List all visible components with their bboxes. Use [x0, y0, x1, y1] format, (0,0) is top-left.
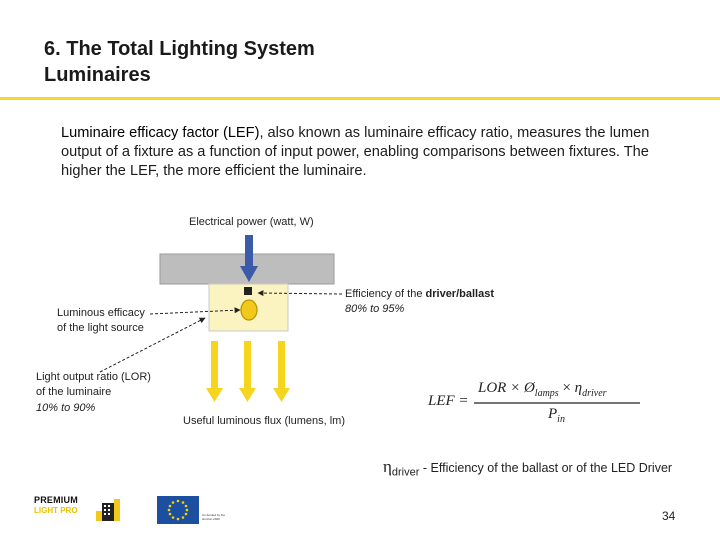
eu-flag-icon — [157, 496, 199, 524]
useful-flux-label: Useful luminous flux (lumens, lm) — [183, 415, 345, 427]
electrical-power-label: Electrical power (watt, W) — [189, 216, 314, 228]
driver-efficiency-legend: ηdriver - Efficiency of the ballast or o… — [383, 457, 672, 479]
formula-lhs: LEF = — [428, 393, 469, 409]
page-number: 34 — [662, 509, 676, 523]
intro-rest: , also known as luminaire efficacy ratio… — [61, 125, 650, 179]
lor-label-1: Light output ratio (LOR) — [36, 371, 151, 383]
title-line-1: 6. The Total Lighting System — [44, 38, 315, 60]
legend-text: - Efficiency of the ballast or of the LE… — [419, 461, 673, 475]
luminous-efficacy-label-2: of the light source — [57, 322, 144, 334]
formula-numerator: LOR × Ølamps × ηdriver — [478, 380, 607, 399]
electrical-power-arrow — [240, 235, 258, 282]
intro-term: Luminaire efficacy factor (LEF) — [61, 125, 260, 141]
formula-denominator: Pin — [548, 406, 565, 425]
building-icon — [96, 499, 120, 521]
driver-leader — [257, 290, 343, 297]
premium-light-pro-logo: PREMIUM LIGHT PRO — [34, 495, 126, 525]
lor-leader — [99, 317, 206, 373]
luminaire-housing — [159, 253, 335, 285]
efficacy-leader — [149, 307, 241, 315]
eu-flag-logo: Co-funded by the Horizon 2020 — [157, 496, 229, 524]
lamp-bulb — [240, 299, 258, 321]
lor-label-2: of the luminaire — [36, 386, 111, 398]
intro-paragraph: Luminaire efficacy factor (LEF), also kn… — [61, 124, 691, 181]
title-divider — [0, 97, 720, 100]
title-line-2: Luminaires — [44, 64, 151, 86]
lor-range: 10% to 90% — [36, 402, 96, 414]
output-flux-arrows — [206, 341, 290, 402]
driver-range: 80% to 95% — [345, 303, 405, 315]
driver-square — [244, 287, 252, 295]
legend-sub: driver — [391, 466, 420, 479]
legend-eta: η — [383, 457, 392, 476]
slide-title: 6. The Total Lighting System Luminaires — [44, 36, 315, 88]
logo-line-1: PREMIUM — [34, 495, 78, 505]
luminous-efficacy-label-1: Luminous efficacy — [57, 307, 145, 319]
logo-line-2: LIGHT PRO — [34, 506, 78, 515]
lamp-chamber — [208, 283, 289, 332]
driver-efficiency-label: Efficiency of the driver/ballast — [345, 288, 494, 300]
eu-caption: Co-funded by the Horizon 2020 — [202, 513, 226, 521]
